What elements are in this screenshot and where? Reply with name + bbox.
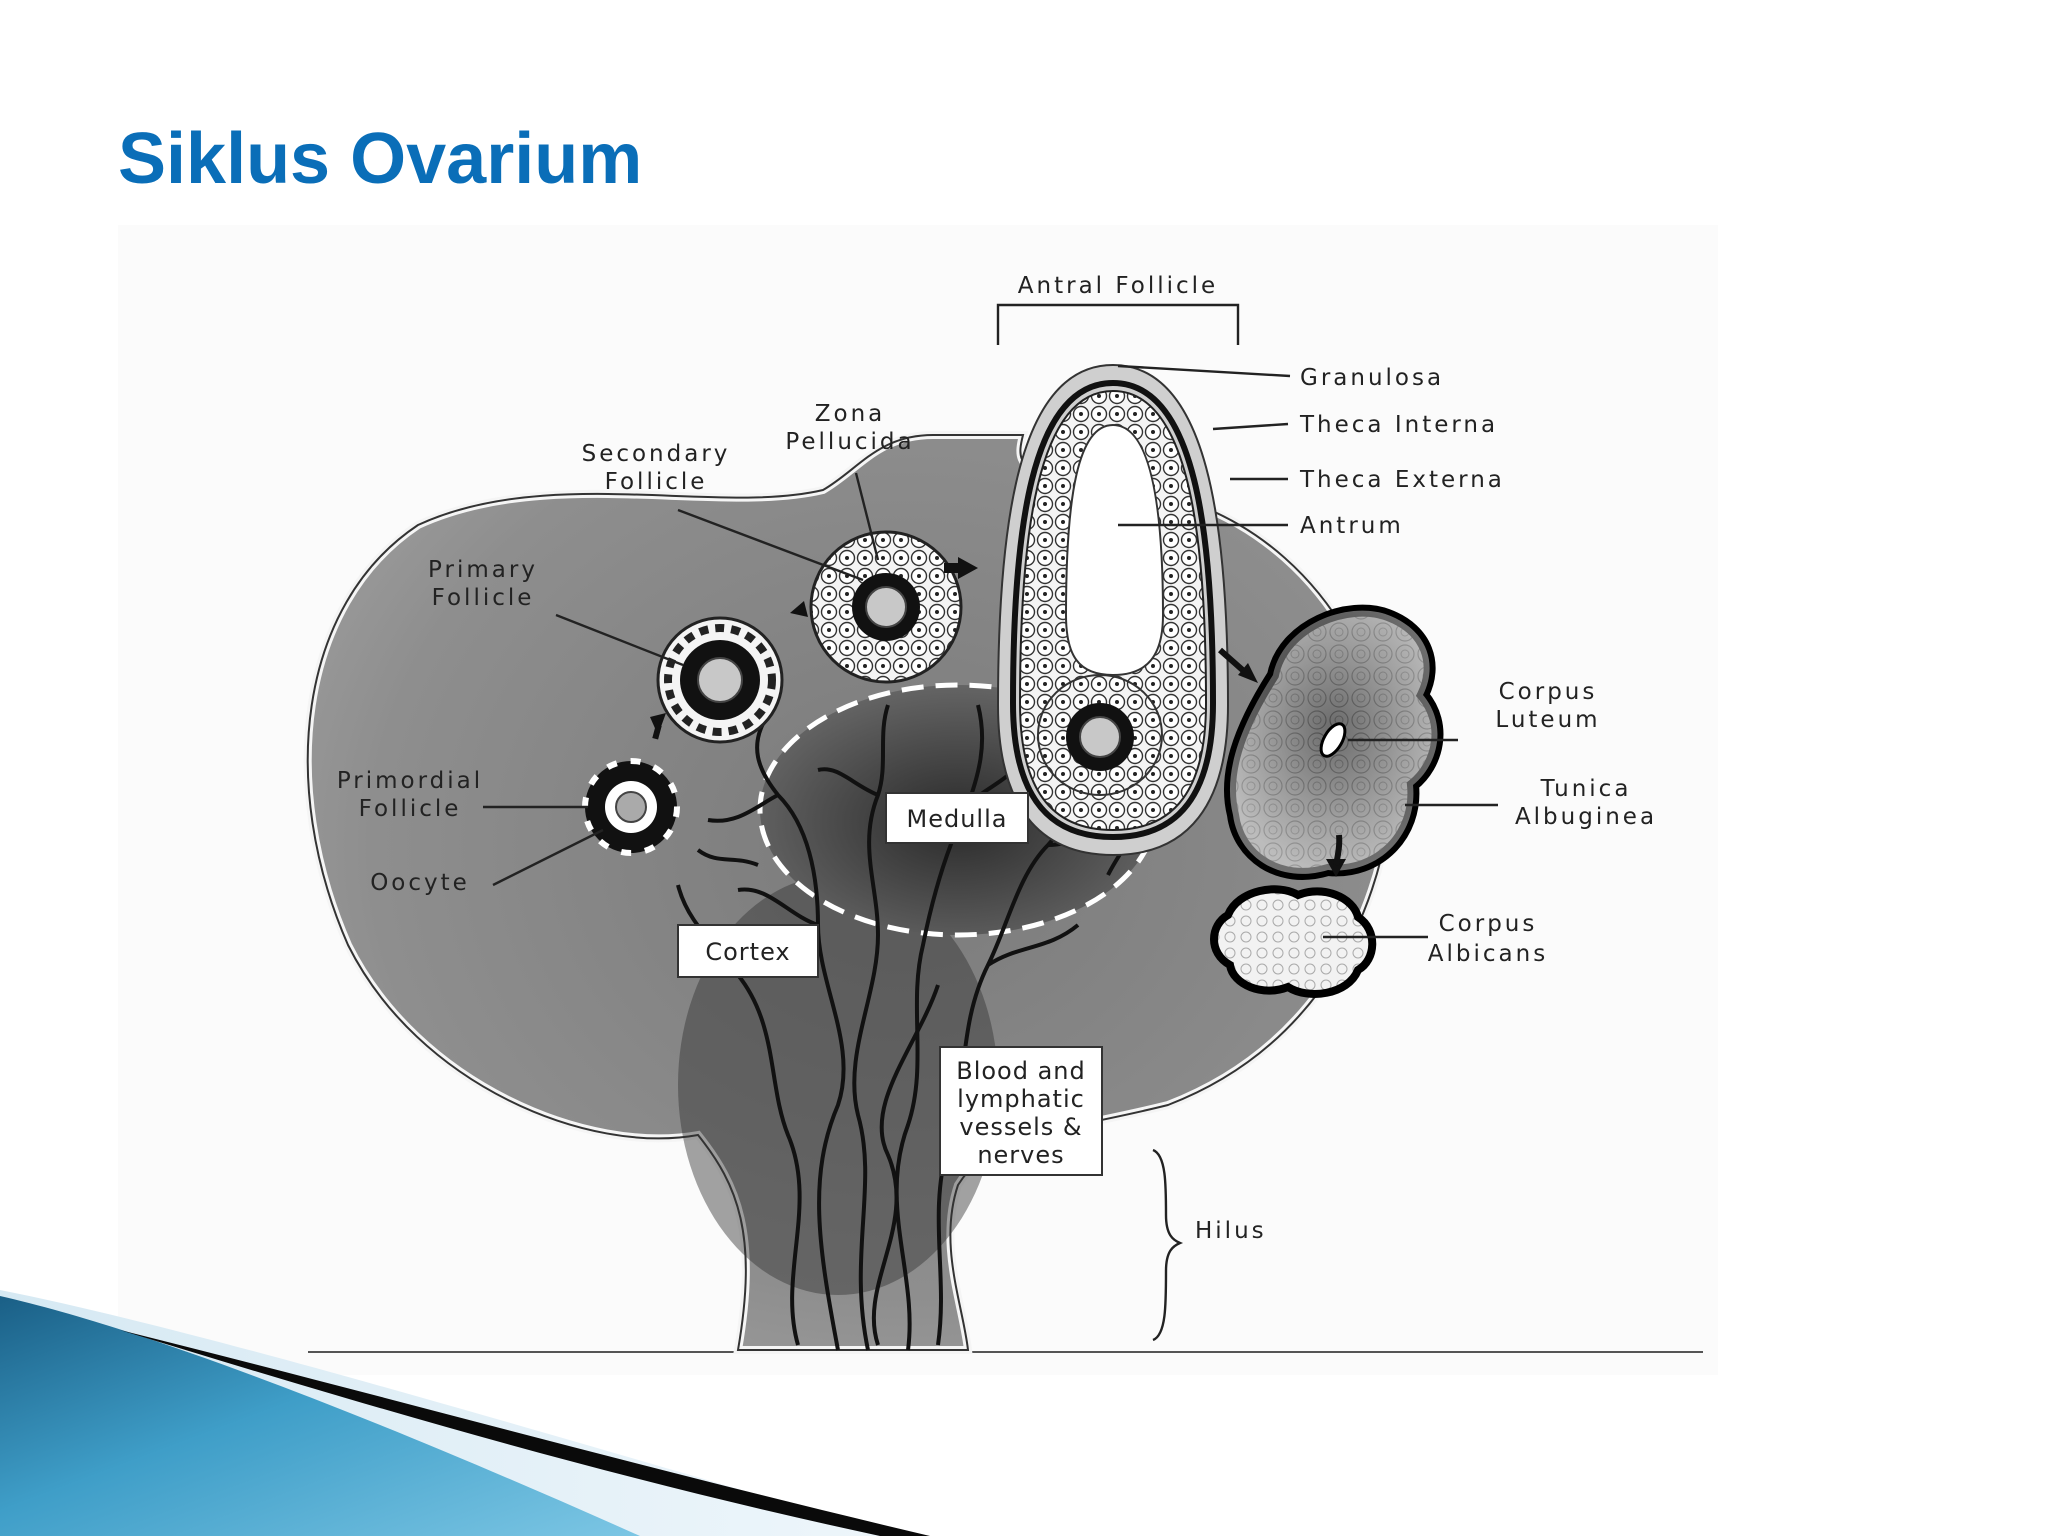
label-theca-externa: Theca Externa xyxy=(1299,467,1505,493)
medulla-label-box xyxy=(885,792,1029,844)
label-vessels-line1: Blood and xyxy=(956,1057,1086,1085)
label-primordial-follicle-line2: Follicle xyxy=(359,796,462,822)
vessels-label-box xyxy=(939,1046,1103,1176)
antral-follicle xyxy=(996,363,1230,857)
label-oocyte: Oocyte xyxy=(370,870,470,896)
arrow-secondary-to-antral xyxy=(958,557,978,579)
corpus-luteum xyxy=(1224,604,1444,880)
label-secondary-follicle-line1: Secondary xyxy=(582,441,731,467)
leader-lines xyxy=(483,303,1498,1342)
arrow-primary-to-secondary xyxy=(790,601,808,617)
label-corpus-luteum-line2: Luteum xyxy=(1495,707,1600,733)
label-zona-pellucida-line2: Pellucida xyxy=(785,429,914,455)
label-corpus-luteum-line1: Corpus xyxy=(1499,679,1598,705)
ovarian-cycle-diagram: Antral Follicle Granulosa Theca Interna … xyxy=(118,225,1718,1375)
label-granulosa: Granulosa xyxy=(1300,365,1444,391)
primary-follicle xyxy=(656,616,784,744)
label-corpus-albicans-line1: Corpus xyxy=(1439,911,1538,937)
label-secondary-follicle-line2: Follicle xyxy=(605,469,708,495)
label-primary-follicle-line1: Primary xyxy=(428,557,538,583)
arrow-antral-to-luteum xyxy=(1238,663,1258,683)
label-corpus-albicans-line2: Albicans xyxy=(1428,941,1548,967)
label-antrum: Antrum xyxy=(1300,513,1404,539)
label-hilus: Hilus xyxy=(1195,1218,1267,1244)
label-antral-follicle: Antral Follicle xyxy=(1018,273,1218,299)
label-vessels-line2: lymphatic xyxy=(957,1085,1085,1113)
label-primary-follicle-line2: Follicle xyxy=(432,585,535,611)
primordial-follicle xyxy=(582,758,680,856)
slide-title: Siklus Ovarium xyxy=(118,119,643,199)
label-medulla: Medulla xyxy=(907,805,1008,833)
label-vessels-line3: vessels & xyxy=(959,1113,1082,1141)
label-theca-interna: Theca Interna xyxy=(1299,412,1498,438)
cortex-label-box xyxy=(677,924,819,978)
arrow-luteum-to-albicans xyxy=(1326,859,1346,877)
label-primordial-follicle-line1: Primordial xyxy=(337,768,483,794)
label-tunica-albuginea-line1: Tunica xyxy=(1540,776,1632,802)
label-zona-pellucida-line1: Zona xyxy=(815,401,886,427)
secondary-follicle xyxy=(809,530,963,684)
progression-arrows xyxy=(650,557,1346,877)
label-vessels-line4: nerves xyxy=(977,1141,1064,1169)
label-tunica-albuginea-line2: Albuginea xyxy=(1515,804,1657,830)
label-cortex: Cortex xyxy=(705,938,790,966)
corpus-albicans xyxy=(1210,885,1377,998)
arrow-primordial-to-primary xyxy=(650,713,666,735)
